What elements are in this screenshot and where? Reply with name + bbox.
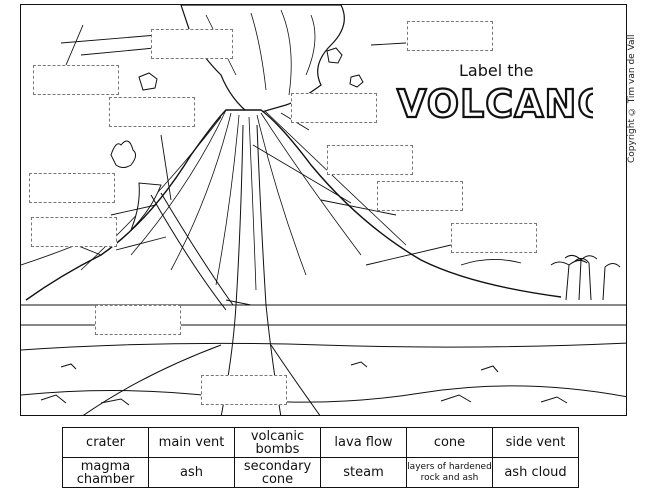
answer-box-10[interactable]	[451, 223, 537, 253]
title-line-1: Label the	[459, 61, 534, 80]
word-cone: cone	[406, 427, 493, 458]
answer-box-8[interactable]	[377, 181, 463, 211]
answer-box-5[interactable]	[291, 93, 377, 123]
copyright-text: Copyright © Tim van de Vall	[627, 34, 637, 164]
worksheet-frame: Label the VOLCANO	[20, 4, 627, 416]
word-layers: layers of hardened rock and ash	[406, 457, 493, 488]
answer-box-12[interactable]	[201, 375, 287, 405]
answer-box-1[interactable]	[151, 29, 233, 59]
main-cone-drawing	[21, 109, 626, 326]
word-main-vent: main vent	[148, 427, 235, 458]
word-volcanic-bombs: volcanic bombs	[234, 427, 321, 458]
title-word: VOLCANO	[397, 82, 593, 126]
answer-box-2[interactable]	[407, 21, 493, 51]
word-ash-cloud: ash cloud	[492, 457, 579, 488]
answer-box-11[interactable]	[95, 305, 181, 335]
answer-box-7[interactable]	[29, 173, 115, 203]
word-magma-chamber: magma chamber	[62, 457, 149, 488]
word-ash: ash	[148, 457, 235, 488]
word-bank-table: crater main vent volcanic bombs lava flo…	[62, 427, 579, 488]
word-steam: steam	[320, 457, 407, 488]
word-lava-flow: lava flow	[320, 427, 407, 458]
answer-box-3[interactable]	[33, 65, 119, 95]
word-crater: crater	[62, 427, 149, 458]
answer-box-4[interactable]	[109, 97, 195, 127]
answer-box-6[interactable]	[327, 145, 413, 175]
secondary-cone-drawing	[110, 140, 162, 231]
answer-box-9[interactable]	[31, 217, 117, 247]
rock-layers-drawing	[21, 342, 626, 406]
palm-trees-drawing	[550, 254, 621, 301]
word-secondary-cone: secondary cone	[234, 457, 321, 488]
word-bank-row: magma chamber ash secondary cone steam l…	[62, 457, 579, 488]
word-side-vent: side vent	[492, 427, 579, 458]
volcanic-bombs-drawing	[138, 47, 364, 91]
title-line-2: VOLCANO	[396, 81, 593, 127]
word-bank-row: crater main vent volcanic bombs lava flo…	[62, 427, 579, 458]
